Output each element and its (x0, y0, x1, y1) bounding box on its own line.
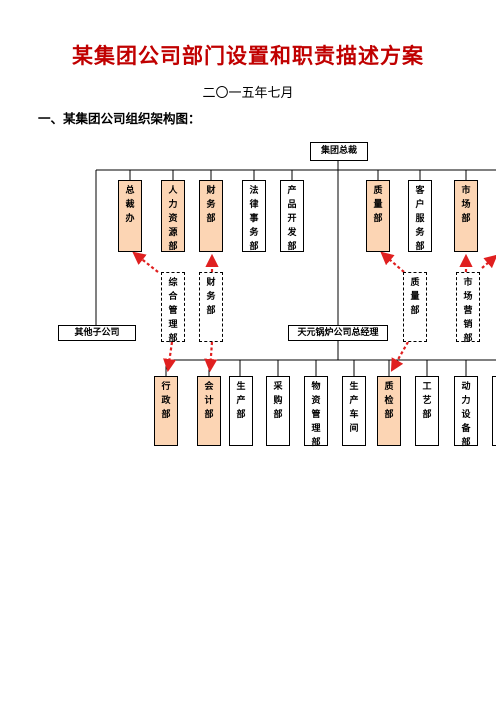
bottom-dept-quality-inspection: 质检部 (377, 376, 401, 446)
bottom-dept-process: 工艺部 (415, 376, 439, 446)
top-dept-customer-service: 客户服务部 (408, 180, 432, 252)
top-dept-legal: 法律事务部 (242, 180, 266, 252)
mid-dept-marketing: 市场营销部 (456, 272, 480, 344)
bottom-dept-production: 生产部 (229, 376, 253, 446)
top-dept-market: 市场部 (454, 180, 478, 252)
bottom-dept-purchasing: 采购部 (266, 376, 290, 446)
bottom-dept-accounting: 会计部 (197, 376, 221, 446)
bottom-dept-power-equipment: 动力设备部 (454, 376, 478, 448)
subsidiary-box: 其他子公司 (58, 325, 136, 341)
top-dept-product-dev: 产品开发部 (280, 180, 304, 252)
bottom-dept-workshop: 生产车间 (342, 376, 366, 446)
document-date: 二〇一五年七月 (202, 86, 294, 101)
mid-dept-quality: 质量部 (403, 272, 427, 342)
section-heading: 一、某集团公司组织架构图： (38, 111, 201, 126)
mid-dept-general-mgmt: 综合管理部 (161, 272, 185, 344)
bottom-dept-materials: 物资管理部 (304, 376, 328, 448)
top-dept-hr: 人力资源部 (161, 180, 185, 252)
document-title: 某集团公司部门设置和职责描述方案 (72, 43, 424, 68)
bottom-dept-cutoff (492, 376, 496, 446)
top-dept-finance: 财务部 (199, 180, 223, 252)
group-president-box: 集团总裁 (310, 142, 368, 161)
mid-dept-finance: 财务部 (199, 272, 223, 342)
factory-gm-box: 天元锅炉公司总经理 (288, 325, 388, 341)
top-dept-president-office: 总裁办 (118, 180, 142, 252)
bottom-dept-admin: 行政部 (154, 376, 178, 446)
top-dept-quality: 质量部 (366, 180, 390, 252)
